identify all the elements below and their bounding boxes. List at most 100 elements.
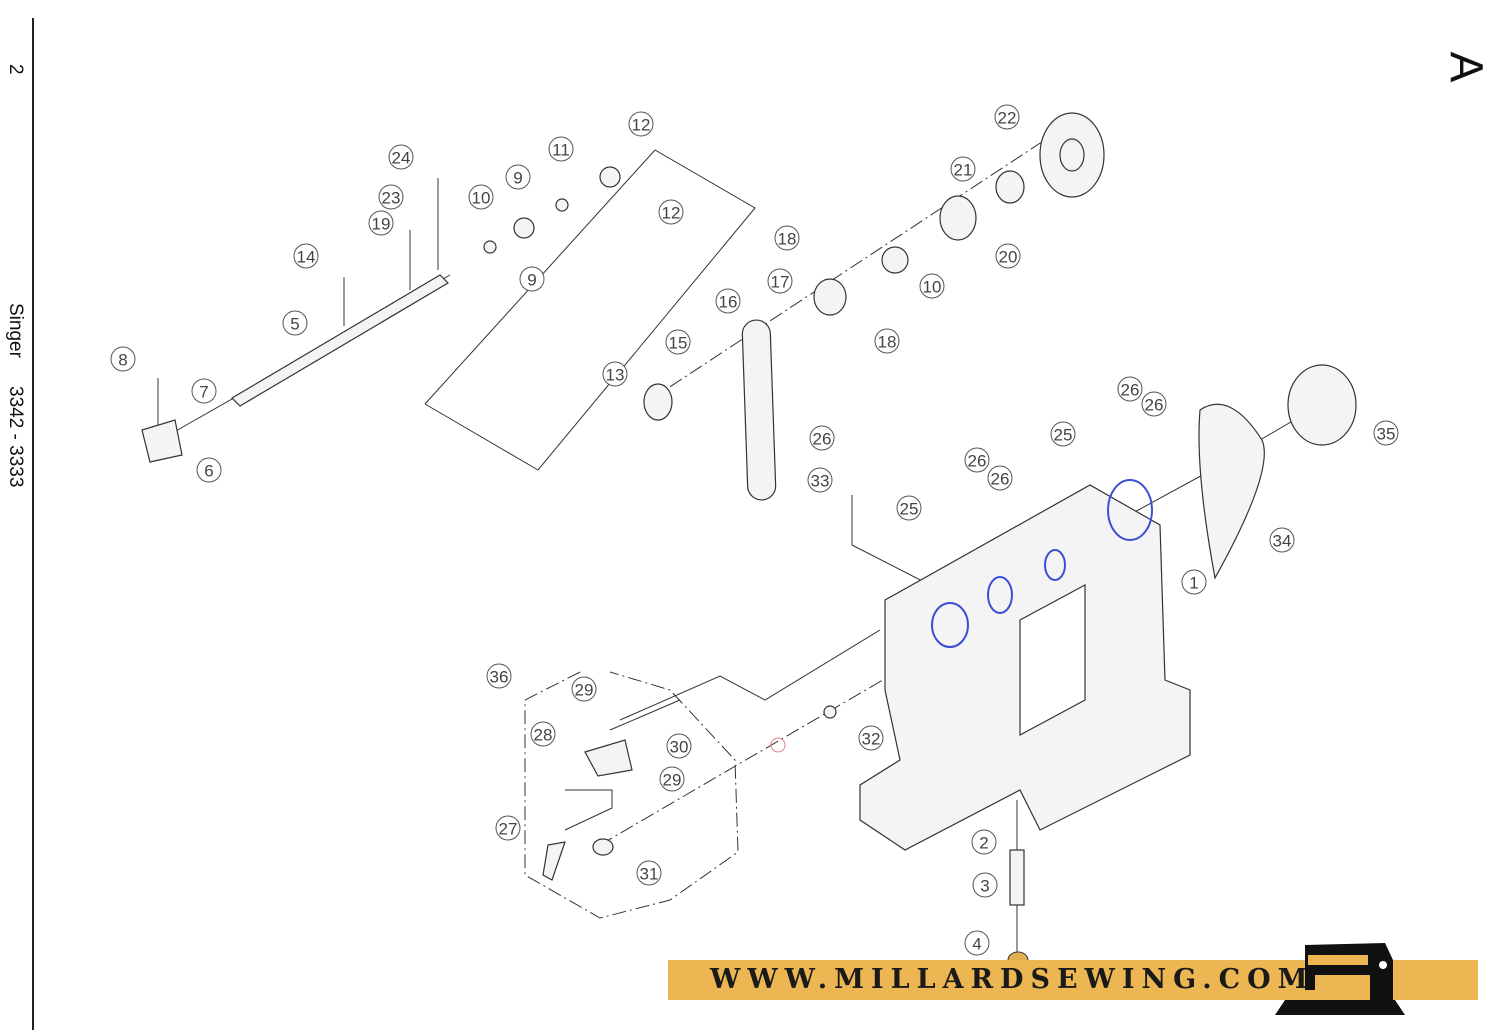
callout-33: 33 (807, 467, 833, 493)
callout-label: 12 (662, 204, 681, 223)
callout-label: 18 (778, 230, 797, 249)
callout-label: 25 (900, 500, 919, 519)
callout-35: 35 (1373, 420, 1399, 446)
callout-27: 27 (495, 815, 521, 841)
callout-label: 28 (534, 726, 553, 745)
callout-20: 20 (995, 243, 1021, 269)
callout-4: 4 (964, 930, 990, 956)
callout-label: 9 (513, 169, 522, 188)
callout-label: 13 (606, 366, 625, 385)
callout-label: 5 (290, 315, 299, 334)
callout-29: 29 (571, 676, 597, 702)
callout-3: 3 (972, 872, 998, 898)
callout-label: 17 (771, 273, 790, 292)
callout-label: 1 (1189, 574, 1198, 593)
callout-label: 8 (118, 351, 127, 370)
callout-13: 13 (602, 361, 628, 387)
callout-label: 10 (472, 189, 491, 208)
main-shaft (141, 166, 621, 463)
callout-label: 22 (998, 109, 1017, 128)
callout-label: 9 (527, 271, 536, 290)
callout-25: 25 (1050, 421, 1076, 447)
callout-19: 19 (368, 210, 394, 236)
callout-label: 29 (663, 771, 682, 790)
callout-label: 26 (1145, 396, 1164, 415)
callout-2: 2 (971, 829, 997, 855)
callout-29: 29 (659, 766, 685, 792)
callout-label: 29 (575, 681, 594, 700)
callout-10: 10 (468, 184, 494, 210)
callout-18: 18 (874, 328, 900, 354)
callout-31: 31 (636, 860, 662, 886)
callout-21: 21 (950, 156, 976, 182)
callout-label: 30 (670, 738, 689, 757)
callout-label: 4 (972, 935, 981, 954)
callout-label: 26 (1121, 381, 1140, 400)
callout-label: 10 (923, 278, 942, 297)
callout-label: 16 (719, 293, 738, 312)
callout-8: 8 (110, 346, 136, 372)
callout-26: 26 (964, 447, 990, 473)
sub-assembly-36 (542, 699, 837, 881)
callout-label: 15 (669, 334, 688, 353)
callout-23: 23 (378, 184, 404, 210)
callout-label: 2 (979, 834, 988, 853)
machine-body (859, 479, 1191, 969)
callout-28: 28 (530, 721, 556, 747)
callout-label: 23 (382, 189, 401, 208)
callout-9: 9 (505, 164, 531, 190)
callout-16: 16 (715, 288, 741, 314)
callout-label: 6 (204, 462, 213, 481)
callout-label: 3 (980, 877, 989, 896)
callout-5: 5 (282, 310, 308, 336)
callout-label: 27 (499, 820, 518, 839)
callout-14: 14 (293, 243, 319, 269)
callout-22: 22 (994, 104, 1020, 130)
callout-label: 25 (1054, 426, 1073, 445)
callout-label: 14 (297, 248, 316, 267)
sewing-machine-logo (1275, 943, 1405, 1015)
callout-label: 34 (1273, 532, 1292, 551)
callout-12: 12 (658, 199, 684, 225)
callout-label: 32 (862, 730, 881, 749)
callout-label: 31 (640, 865, 659, 884)
callout-label: 20 (999, 248, 1018, 267)
callout-label: 11 (552, 141, 570, 160)
callout-26: 26 (1141, 391, 1167, 417)
callout-24: 24 (388, 144, 414, 170)
callout-label: 33 (811, 472, 830, 491)
callout-label: 19 (372, 215, 391, 234)
side-rule (32, 18, 34, 1030)
callout-26: 26 (1117, 376, 1143, 402)
callout-label: 26 (991, 470, 1010, 489)
callout-label: 36 (490, 668, 509, 687)
callout-12: 12 (628, 111, 654, 137)
callout-label: 35 (1377, 425, 1396, 444)
pulley-parts (643, 112, 1357, 580)
callout-34: 34 (1269, 527, 1295, 553)
banner-url[interactable]: WWW.MILLARDSEWING.COM (710, 964, 1315, 995)
callouts: 1211912109242319145876222120181017181615… (110, 104, 1399, 956)
callout-label: 18 (878, 333, 897, 352)
callout-26: 26 (987, 465, 1013, 491)
callout-25: 25 (896, 495, 922, 521)
callout-6: 6 (196, 457, 222, 483)
callout-label: 24 (392, 149, 411, 168)
callout-label: 26 (968, 452, 987, 471)
millard-sewing-banner[interactable]: WWW.MILLARDSEWING.COM (668, 960, 1478, 1000)
callout-15: 15 (665, 329, 691, 355)
callout-32: 32 (858, 725, 884, 751)
callout-7: 7 (191, 378, 217, 404)
callout-9: 9 (519, 266, 545, 292)
callout-17: 17 (767, 268, 793, 294)
callout-label: 7 (199, 383, 208, 402)
callout-11: 11 (548, 136, 574, 162)
callout-label: 26 (813, 430, 832, 449)
callout-label: 12 (632, 116, 651, 135)
callout-18: 18 (774, 225, 800, 251)
callout-36: 36 (486, 663, 512, 689)
callout-26: 26 (809, 425, 835, 451)
callout-30: 30 (666, 733, 692, 759)
callout-10: 10 (919, 273, 945, 299)
